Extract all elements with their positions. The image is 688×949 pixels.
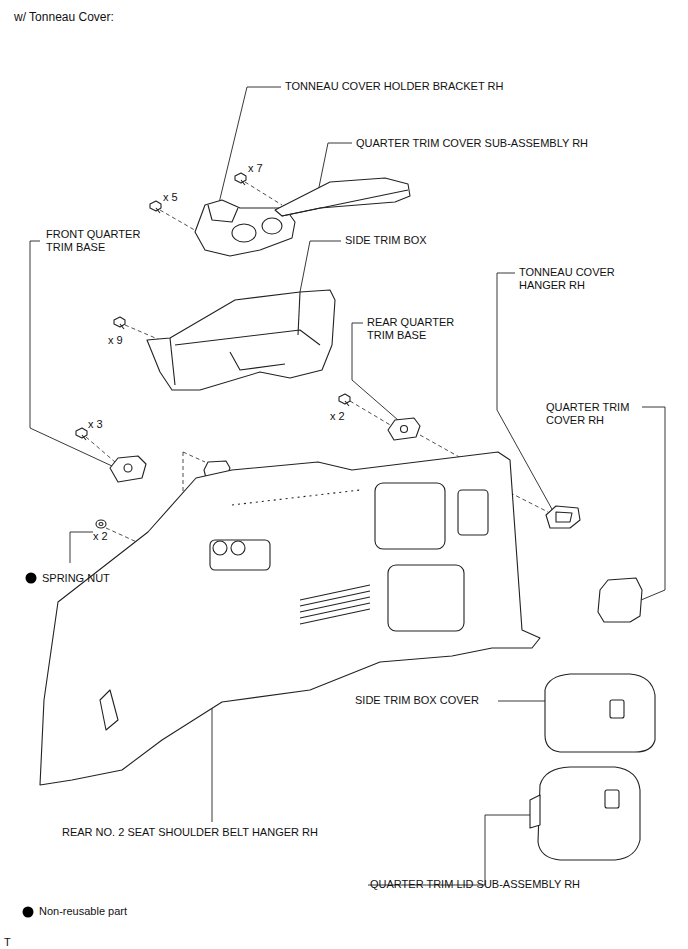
- holder-bracket-part: [262, 218, 282, 234]
- trim-lid-part: [538, 767, 640, 860]
- quarter-trim-panel: [210, 540, 270, 570]
- holder-bracket-part: [208, 205, 238, 222]
- side-trim-box-part: [147, 290, 335, 390]
- cover-hanger-part: [556, 512, 572, 522]
- trim-cover-part: [275, 178, 410, 216]
- box-cover-part: [610, 700, 624, 718]
- non-reusable-dot: [23, 573, 37, 918]
- holder-bracket-part: [232, 224, 256, 242]
- part-name: REAR QUARTER TRIM BASE: [367, 316, 465, 342]
- quarter-trim-panel: [231, 541, 245, 555]
- page-heading: w/ Tonneau Cover:: [14, 11, 114, 24]
- legend-text: Non-reusable part: [39, 905, 127, 918]
- leader-line: [30, 241, 112, 466]
- part-name: REAR NO. 2 SEAT SHOULDER BELT HANGER RH: [62, 826, 318, 839]
- side-trim-box-part: [298, 292, 300, 335]
- trim-cover-part: [598, 578, 642, 622]
- cover-hanger-part: [546, 506, 580, 528]
- trim-cover-part: [282, 190, 408, 216]
- part-name: TONNEAU COVER HOLDER BRACKET RH: [285, 80, 503, 93]
- quantity-label: x 5: [163, 191, 178, 204]
- figure-code: T: [4, 936, 11, 949]
- screw-symbol: [82, 435, 86, 440]
- quarter-trim-panel: [40, 452, 540, 785]
- screw-symbol: [76, 428, 87, 438]
- quarter-trim-panel: [100, 690, 118, 730]
- part-name: QUARTER TRIM COVER SUB-ASSEMBLY RH: [356, 137, 588, 150]
- trim-cover-part: [275, 178, 410, 216]
- trim-base-part: [388, 418, 420, 440]
- trim-lid-part: [605, 790, 619, 808]
- leader-line: [300, 241, 341, 292]
- trim-cover-part: [598, 578, 642, 622]
- non-reusable-dot: [26, 573, 37, 584]
- screw-symbol: [235, 173, 246, 183]
- trim-base-part: [110, 456, 146, 482]
- box-cover-part: [545, 674, 655, 752]
- part-name: FRONT QUARTER TRIM BASE: [46, 228, 146, 254]
- dashed-assembly-line: [125, 325, 160, 340]
- cover-hanger-part: [546, 506, 580, 528]
- screw-symbol: [150, 201, 161, 211]
- trim-lid-part: [530, 767, 640, 860]
- quarter-trim-panel: [232, 490, 360, 505]
- dashed-assembly-line: [86, 437, 115, 462]
- part-name: SIDE TRIM BOX COVER: [355, 694, 479, 707]
- part-name: QUARTER TRIM LID SUB-ASSEMBLY RH: [370, 878, 580, 891]
- leader-line: [30, 87, 665, 885]
- side-trim-box-part: [147, 290, 335, 390]
- quantity-label: x 9: [108, 334, 123, 347]
- trim-base-part: [401, 426, 408, 433]
- dashed-assembly-line: [350, 401, 392, 426]
- screw-symbol: [114, 317, 125, 327]
- leader-line: [70, 532, 93, 563]
- quantity-label: x 7: [248, 162, 263, 175]
- leader-line: [498, 701, 545, 702]
- dashed-assembly-line: [245, 182, 282, 205]
- dashed-assembly-line: [183, 452, 205, 462]
- leader-line: [219, 87, 281, 203]
- spring-nut-symbol: [99, 523, 103, 526]
- quarter-trim-panel: [300, 585, 370, 624]
- trim-base-part: [388, 418, 420, 440]
- screw-symbol: [345, 401, 349, 406]
- part-name: QUARTER TRIM COVER RH: [546, 401, 644, 427]
- screw-symbol: [120, 324, 124, 329]
- trim-lid-part: [530, 795, 540, 828]
- part-name: TONNEAU COVER HANGER RH: [519, 266, 631, 292]
- quarter-trim-panel: [458, 490, 488, 535]
- spring-nut-symbol: [96, 520, 106, 528]
- side-trim-box-part: [230, 352, 285, 370]
- trim-base-part: [110, 456, 146, 482]
- screw-symbol: [156, 208, 160, 213]
- part-name: SPRING NUT: [42, 572, 110, 585]
- trim-base-part: [124, 464, 132, 472]
- quantity-label: x 3: [88, 418, 103, 431]
- quarter-trim-panel: [213, 541, 227, 555]
- quarter-trim-panel: [388, 565, 464, 631]
- quantity-label: x 2: [330, 410, 345, 423]
- dashed-assembly-line: [160, 210, 198, 232]
- quarter-trim-panel: [40, 452, 540, 785]
- screw-symbol: [76, 173, 350, 440]
- spring-nut-symbol: [96, 520, 106, 528]
- side-trim-box-part: [170, 338, 175, 385]
- part-name: SIDE TRIM BOX: [345, 234, 427, 247]
- screw-symbol: [241, 180, 245, 185]
- non-reusable-dot: [23, 907, 34, 918]
- quantity-label: x 2: [93, 530, 108, 543]
- box-cover-part: [545, 674, 655, 752]
- leader-line: [368, 815, 540, 885]
- leader-line: [641, 407, 665, 600]
- screw-symbol: [339, 394, 350, 404]
- quarter-trim-panel: [375, 483, 445, 549]
